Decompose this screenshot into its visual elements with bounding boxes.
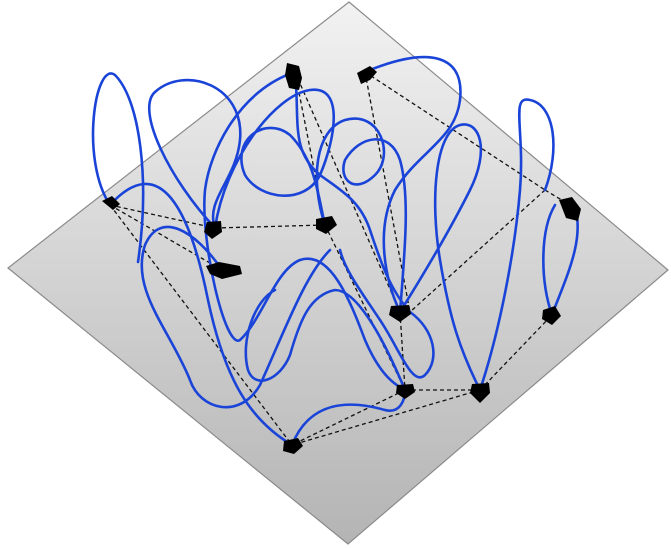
blue-strand	[338, 248, 435, 379]
blue-strand	[315, 117, 408, 314]
anchor-group	[102, 63, 581, 454]
dashed-link	[364, 71, 546, 191]
blue-strand	[147, 78, 242, 230]
dashed-link	[324, 224, 406, 391]
strand-group	[91, 55, 580, 447]
blue-strand	[478, 98, 555, 392]
dashed-link	[291, 389, 481, 446]
anchor-marker	[285, 63, 302, 90]
anchor-marker	[542, 306, 561, 325]
surface-plane	[7, 1, 669, 545]
dashed-link	[214, 224, 326, 229]
anchor-marker	[559, 197, 581, 221]
blue-strand	[91, 72, 145, 264]
dashed-link	[109, 204, 223, 271]
anchor-marker	[204, 221, 222, 239]
anchor-marker	[389, 305, 411, 322]
anchor-marker	[357, 66, 377, 84]
dashed-link	[479, 314, 553, 391]
anchor-marker	[470, 383, 490, 403]
anchor-marker	[396, 384, 415, 399]
blue-strand	[213, 88, 336, 230]
blue-strand	[290, 388, 407, 447]
blue-strand	[293, 70, 412, 314]
dashed-link	[399, 311, 406, 391]
blue-strand	[108, 182, 294, 447]
blue-strand	[140, 225, 332, 409]
blue-strand	[203, 70, 407, 392]
anchor-marker	[283, 438, 303, 454]
anchor-marker	[102, 196, 120, 210]
blue-strand	[363, 55, 462, 314]
anchor-marker	[206, 262, 242, 279]
dashed-link	[409, 189, 546, 313]
dashed-link	[294, 71, 401, 313]
blue-strand	[244, 288, 407, 392]
dashed-link	[109, 204, 216, 229]
anchor-marker	[316, 216, 337, 234]
blue-strand	[398, 123, 483, 392]
